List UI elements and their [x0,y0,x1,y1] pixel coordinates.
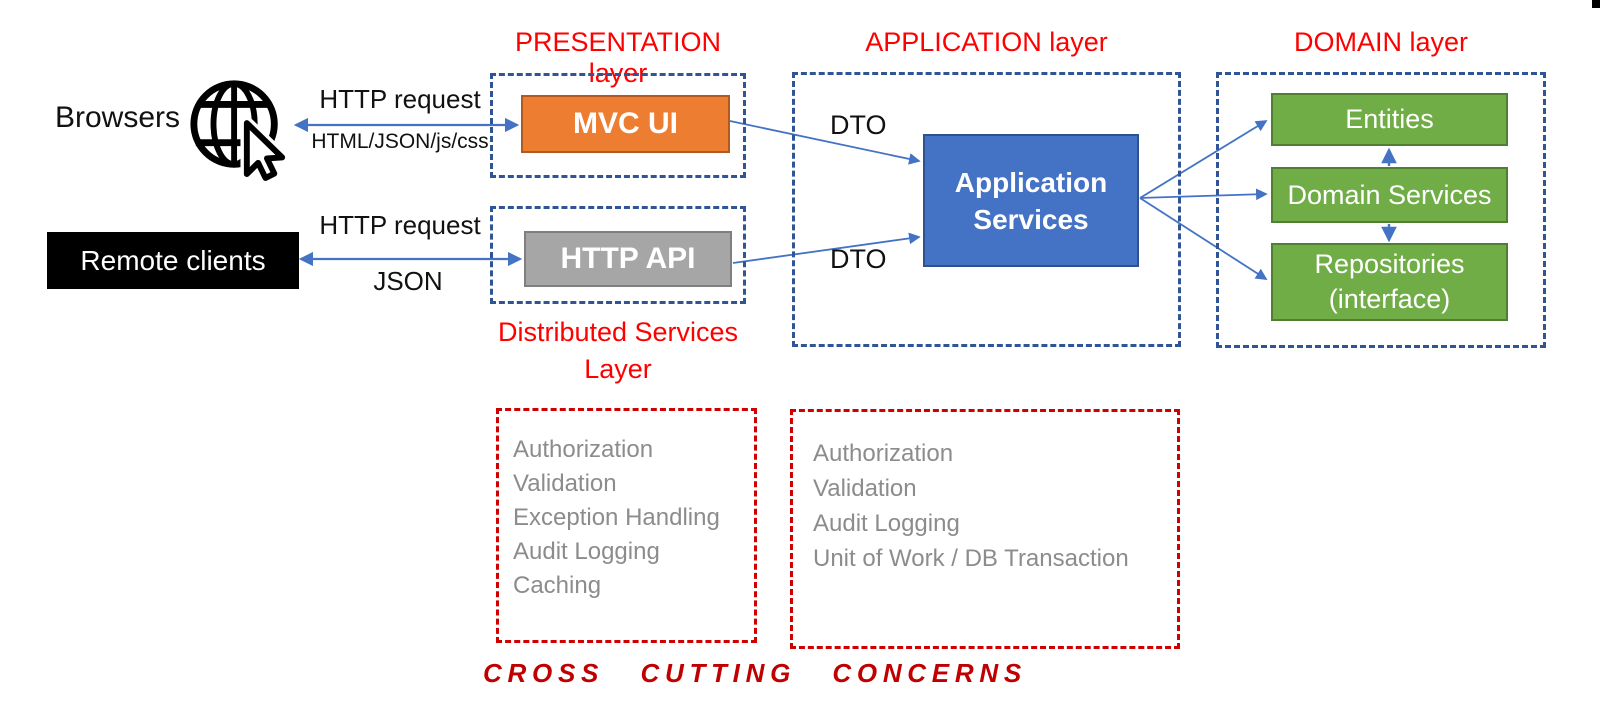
remote-clients-box: Remote clients [47,232,299,289]
application-services-box: Application Services [923,134,1139,267]
concern-item: Authorization [513,436,654,463]
concern-item: Validation [813,475,917,502]
browser-globe-cursor-icon [190,80,289,182]
mvc-ui-box: MVC UI [521,95,730,153]
application-concerns-list: Authorization Validation Audit Logging U… [813,436,1129,576]
application-services-line1: Application [954,166,1108,198]
application-layer-frame [792,72,1181,347]
dto-top-label: DTO [830,110,887,140]
presentation-concerns-frame [496,408,757,643]
presentation-concerns-list: Authorization Validation Exception Handl… [513,433,720,603]
domain-layer-title: DOMAIN layer [1293,27,1469,57]
browser-http-request-label: HTTP request [319,84,481,114]
application-layer-title: APPLICATION layer [865,27,1108,57]
browser-response-format-label: HTML/JSON/js/css [311,130,489,153]
concern-item: Caching [513,572,602,599]
distributed-services-line2: Layer [584,354,652,384]
presentation-httpapi-frame [490,206,746,304]
repositories-line2: (interface) [1328,284,1451,314]
entities-box: Entities [1271,93,1508,146]
concern-item: Validation [513,470,617,497]
concern-item: Exception Handling [513,504,720,531]
concern-item: Authorization [813,440,954,467]
presentation-mvc-frame [490,73,746,178]
concern-item: Audit Logging [813,510,960,537]
remote-clients-label: Remote clients [80,244,266,276]
cross-cutting-concerns-footer: CROSS CUTTING CONCERNS [483,658,1027,688]
distributed-services-layer-title: Distributed Services Layer [478,314,758,388]
dto-bottom-label: DTO [830,244,887,274]
mvc-ui-label: MVC UI [573,107,678,140]
domain-layer-frame [1216,72,1546,348]
concern-item: Audit Logging [513,538,660,565]
domain-services-label: Domain Services [1287,179,1492,210]
remote-http-request-label: HTTP request [319,210,481,240]
http-api-box: HTTP API [524,231,732,287]
repositories-line1: Repositories [1314,249,1465,279]
distributed-services-line1: Distributed Services [497,317,739,347]
application-concerns-frame [790,409,1180,649]
browsers-label: Browsers [55,101,181,134]
corner-artifact [1592,0,1600,8]
application-services-line2: Services [973,203,1089,235]
concern-item: Unit of Work / DB Transaction [813,545,1129,572]
entities-label: Entities [1345,104,1434,134]
repositories-box: Repositories (interface) [1271,243,1508,321]
domain-services-box: Domain Services [1271,167,1508,223]
remote-response-format-label: JSON [373,266,443,296]
http-api-label: HTTP API [560,242,696,275]
